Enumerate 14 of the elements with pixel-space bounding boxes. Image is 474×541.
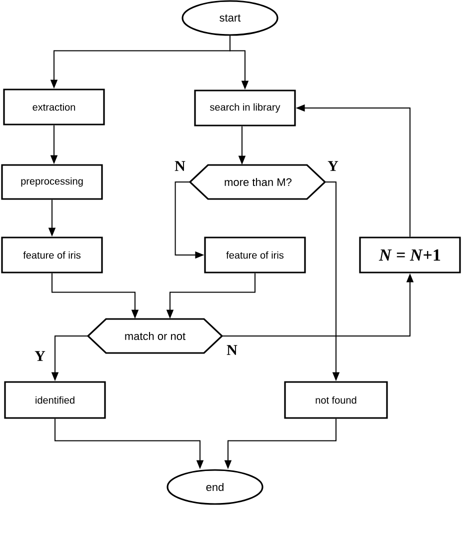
- process-box: feature of iris: [204, 236, 306, 274]
- process-box: identified: [4, 381, 106, 419]
- terminal-oval: start: [182, 0, 278, 36]
- process-box: extraction: [3, 88, 105, 126]
- process-box: not found: [284, 381, 388, 419]
- edge-label: N: [226, 344, 238, 356]
- process-box: feature of iris: [1, 236, 103, 274]
- process-box: search in library: [194, 90, 296, 126]
- terminal-oval: end: [166, 469, 264, 505]
- process-box: preprocessing: [1, 164, 103, 200]
- edge-label: Y: [326, 160, 340, 172]
- edge-label: Y: [34, 350, 46, 362]
- process-box: N = N+1: [359, 236, 461, 274]
- edge-label: N: [174, 160, 186, 172]
